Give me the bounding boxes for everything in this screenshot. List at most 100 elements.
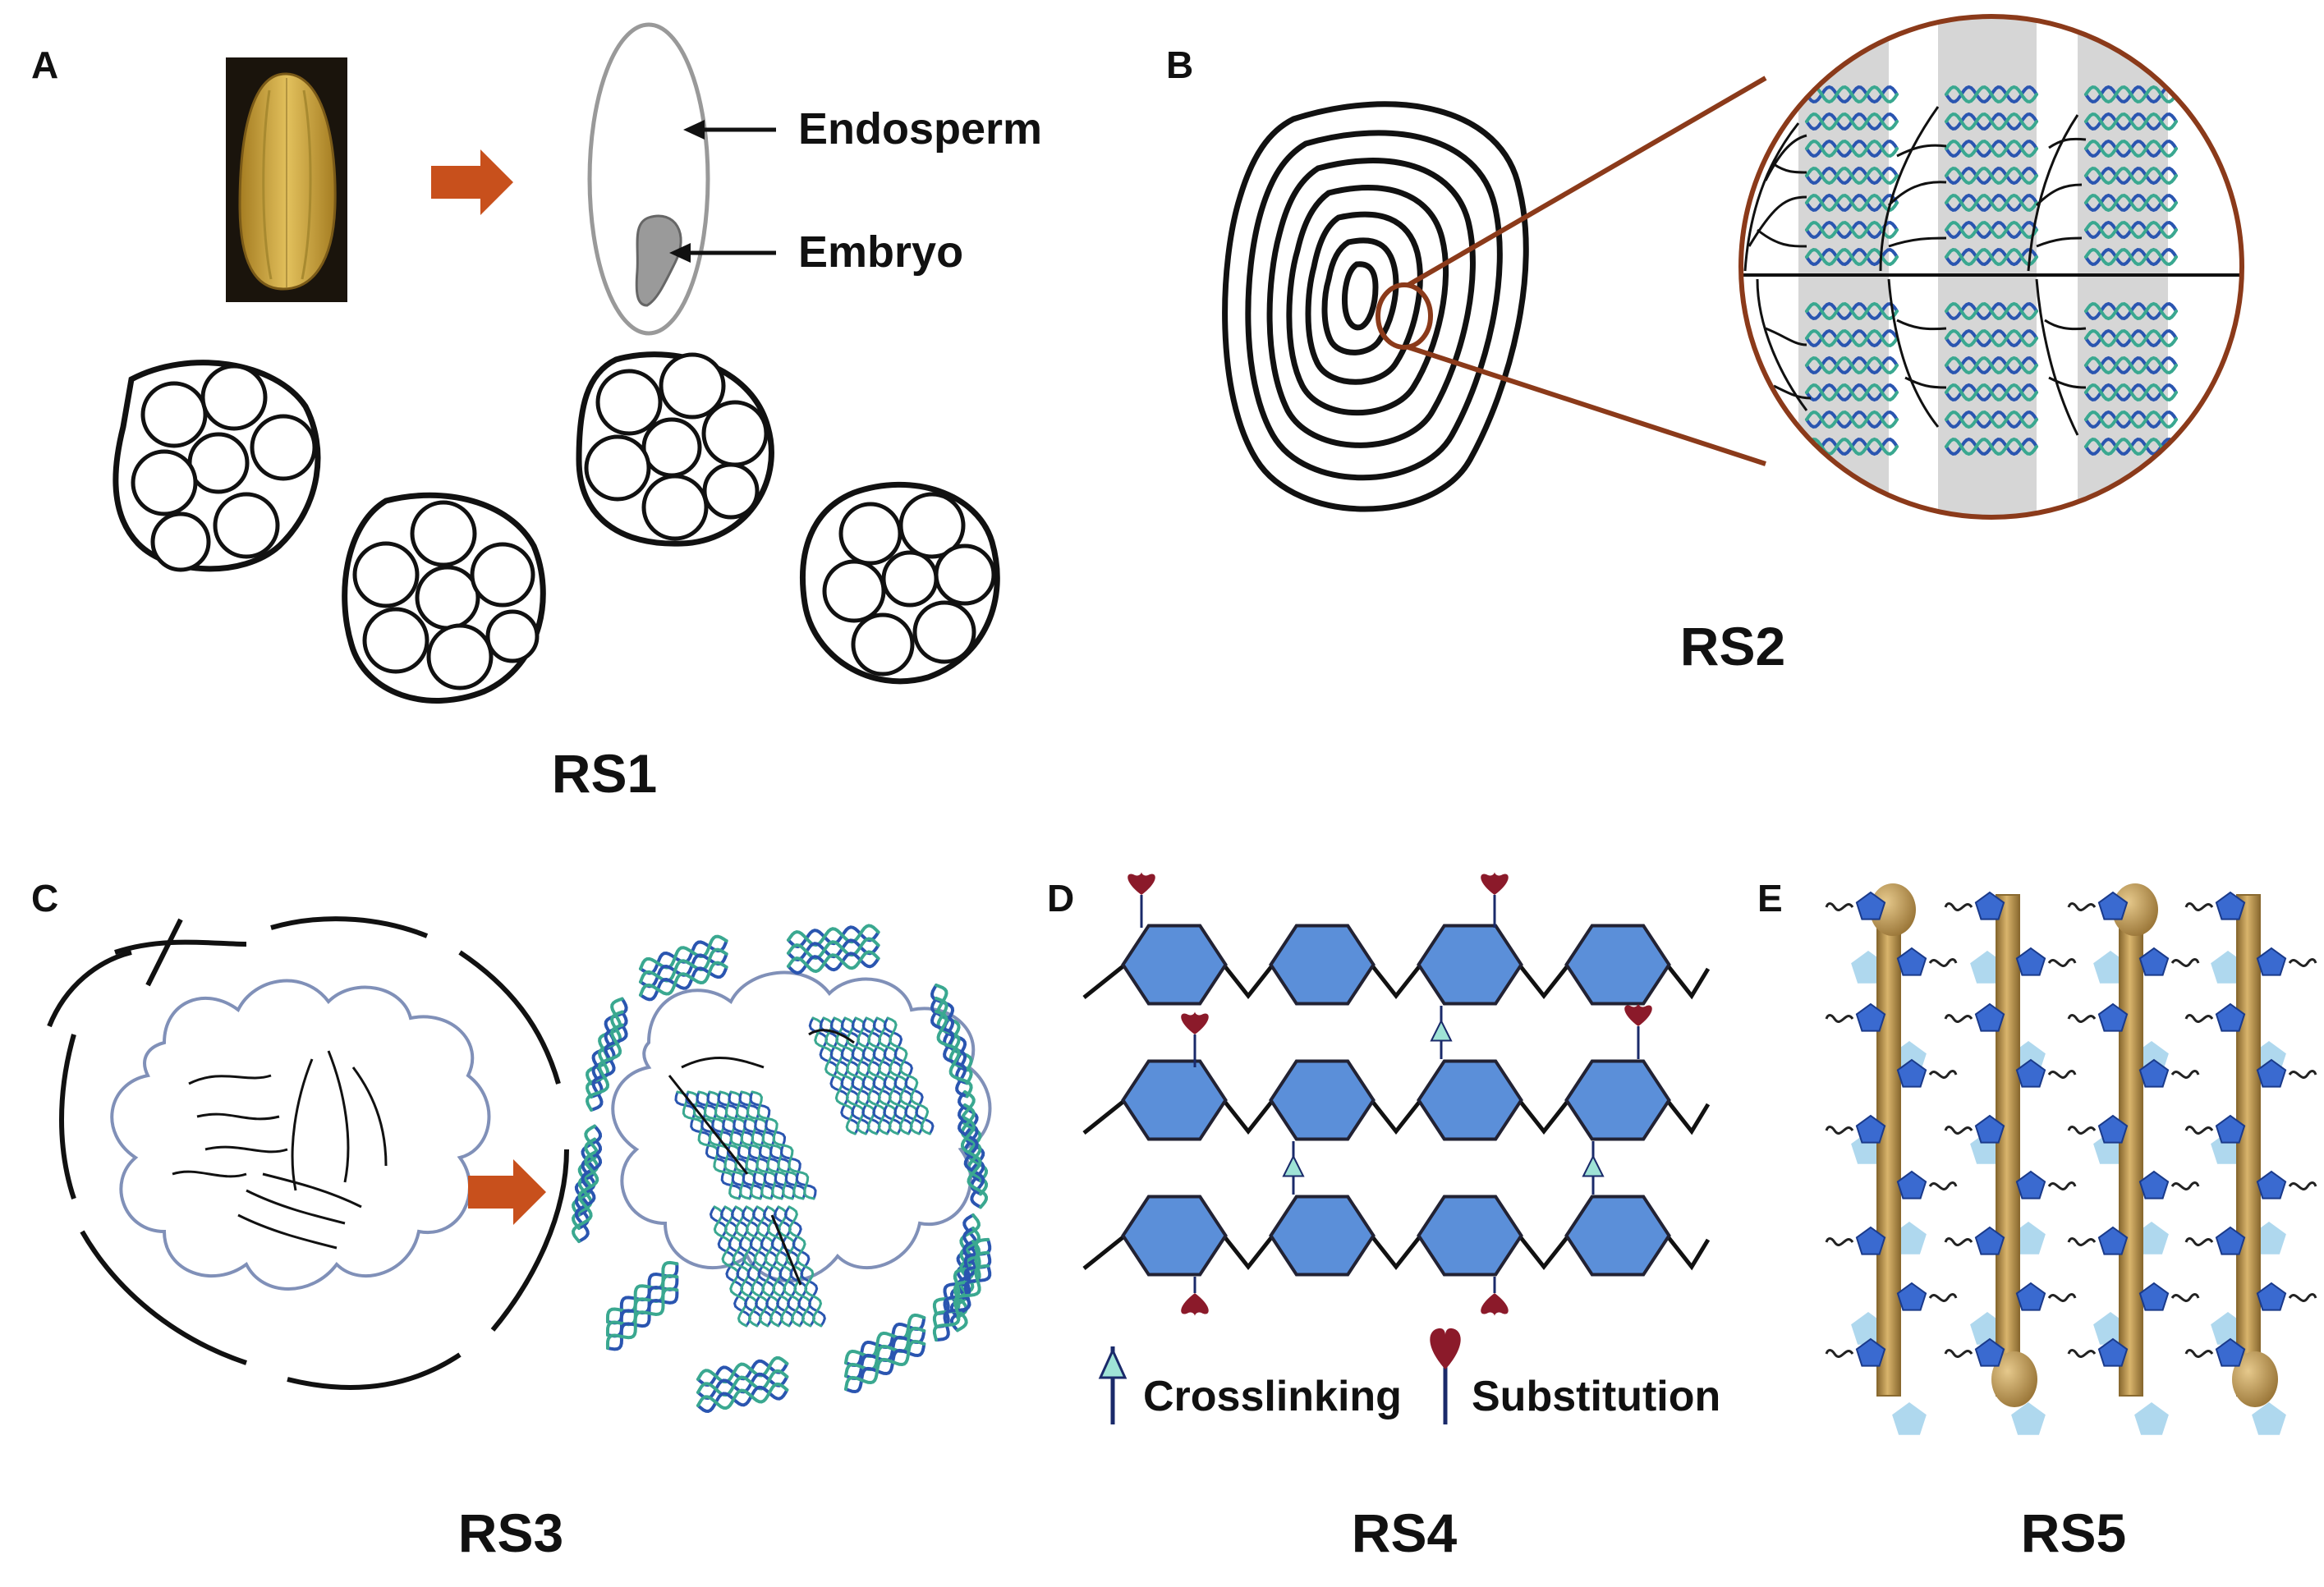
double-helix-icon [1805, 410, 1899, 429]
lamellae-magnification [1738, 14, 2244, 520]
double-helix-icon [932, 1237, 992, 1315]
panel-a-title: RS1 [552, 743, 657, 804]
glucose-hexagon-icon [1269, 1195, 1376, 1277]
double-helix-icon [1805, 166, 1899, 186]
embryo-label: Embryo [798, 227, 963, 277]
panel-e-letter: E [1757, 877, 1783, 920]
panel-e-title: RS5 [2021, 1502, 2126, 1563]
gelatinized-granule [572, 924, 992, 1413]
process-arrow-icon [468, 1159, 546, 1225]
crosslink-triangle-icon [1098, 1347, 1128, 1379]
substitution-heart-icon [1481, 1293, 1509, 1316]
double-helix-icon [1805, 301, 1899, 321]
double-helix-icon [639, 934, 728, 975]
crosslink-triangle-icon [1430, 1006, 1453, 1059]
substitution-heart-icon [1181, 1293, 1209, 1316]
double-helix-icon [2084, 301, 2178, 321]
glucose-hexagon-icon [1121, 924, 1228, 1006]
leached-helices [572, 924, 992, 1413]
panel-c-letter: C [31, 877, 58, 920]
branch-lines [1743, 106, 2087, 436]
double-helix-icon [2084, 139, 2178, 158]
double-helix-icon [639, 947, 728, 988]
double-helix-icon [883, 1016, 935, 1135]
double-helix-icon [1945, 410, 2038, 429]
glucose-hexagon-icon [1564, 1195, 1671, 1277]
panel-b-letter: B [1166, 44, 1193, 86]
amylose-lipid-rod [1944, 891, 2077, 1435]
glucose-hexagon-icon [1269, 924, 1376, 1006]
glucose-hexagon-icon [1121, 1195, 1228, 1277]
double-helix-icon [1945, 220, 2038, 240]
double-helix-icon [787, 950, 880, 975]
panel-b-title: RS2 [1680, 616, 1785, 677]
grain-diagram: Endosperm Embryo [587, 22, 1042, 336]
double-helix-icon [1945, 383, 2038, 402]
double-helix-icon [572, 1150, 603, 1243]
double-helix-icon [2084, 247, 2178, 267]
double-helix-icon [1805, 383, 1899, 402]
crosslink-triangle-icon [1582, 1141, 1605, 1195]
lipid-head-icon [1991, 1351, 2037, 1407]
double-helix-icon [639, 961, 728, 1002]
panel-a: A Endosperm Embryo [31, 22, 1042, 804]
double-helix-icon [1945, 139, 2038, 158]
double-helix-icon [605, 1260, 679, 1325]
double-helix-icon [2084, 112, 2178, 131]
double-helix-clusters [1805, 85, 2178, 456]
double-helix-icon [1805, 328, 1899, 348]
double-helix-icon [2084, 166, 2178, 186]
double-helix-icon [2084, 437, 2178, 456]
substitution-heart-icon [1481, 872, 1509, 895]
double-helix-icon [930, 1010, 973, 1099]
double-helix-icon [1945, 301, 2038, 321]
glucose-chain-row [1082, 1195, 1711, 1277]
glucose-hexagon-icon [1564, 924, 1671, 1006]
double-helix-icon [1805, 85, 1899, 104]
compound-granule-2 [342, 492, 546, 704]
double-helix-icon [2084, 220, 2178, 240]
double-helix-icon [1805, 437, 1899, 456]
lipid-head-icon [2112, 883, 2158, 936]
legend-crosslinking: Crosslinking [1143, 1373, 1402, 1420]
glucose-hexagon-icon [1417, 1059, 1523, 1141]
glucose-hexagon-icon [1564, 1059, 1671, 1141]
double-helix-icon [1945, 247, 2038, 267]
starch-granule-cluster [113, 351, 1000, 704]
double-helix-icon [605, 1273, 679, 1338]
panel-d: D Crosslinking Substitution RS4 [1047, 872, 1720, 1563]
panel-d-title: RS4 [1352, 1502, 1458, 1563]
substitution-heart-icon [1624, 1003, 1652, 1026]
glucose-chain-row [1082, 924, 1711, 1006]
double-helix-icon [1805, 112, 1899, 131]
compound-granule-4 [800, 481, 1000, 685]
double-helix-icon [958, 1117, 989, 1209]
double-helix-icon [2084, 328, 2178, 348]
panel-b: B [1166, 14, 2244, 677]
endosperm-label: Endosperm [798, 104, 1042, 154]
amylose-lipid-rod [2067, 883, 2200, 1435]
double-helix-icon [1945, 355, 2038, 375]
modified-starch-chains [1082, 872, 1711, 1316]
amylose-lipid-rod [2184, 891, 2317, 1435]
substitution-heart-icon [1181, 1011, 1209, 1034]
double-helix-icon [1805, 139, 1899, 158]
double-helix-icon [1945, 193, 2038, 213]
legend-substitution: Substitution [1472, 1373, 1720, 1420]
double-helix-icon [1945, 166, 2038, 186]
double-helix-icon [783, 1205, 826, 1328]
amylose-lipid-complexes [1825, 883, 2317, 1435]
double-helix-icon [787, 924, 880, 949]
double-helix-icon [749, 1090, 817, 1200]
double-helix-icon [1945, 85, 2038, 104]
double-helix-icon [1945, 112, 2038, 131]
panel-c-title: RS3 [458, 1502, 563, 1563]
compound-granule-3 [576, 351, 774, 547]
glucose-hexagon-icon [1269, 1059, 1376, 1141]
crosslink-triangle-icon [1282, 1141, 1305, 1195]
rs4-legend: Crosslinking Substitution [1098, 1328, 1720, 1424]
double-helix-icon [2084, 85, 2178, 104]
double-helix-icon [696, 1382, 789, 1413]
double-helix-icon [932, 1264, 992, 1342]
glucose-hexagon-icon [1417, 1195, 1523, 1277]
